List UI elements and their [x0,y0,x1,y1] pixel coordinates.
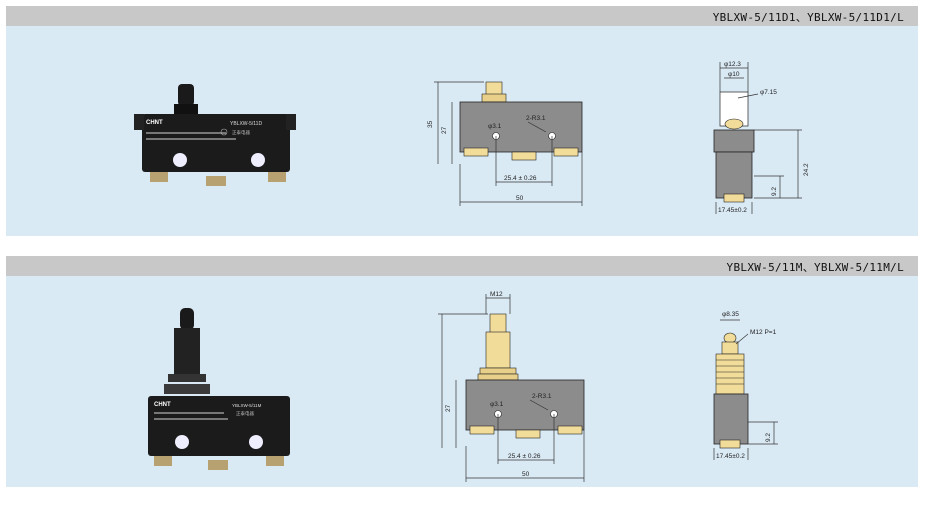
height-body-label: 27 [441,126,448,134]
outer-diameter-label: φ12.3 [724,61,741,68]
product-photo: CHNT YBLXW-5/11M 正泰电器 [148,308,290,470]
section-header: YBLXW-5/11D1、YBLXW-5/11D1/L [6,6,918,26]
terminal [266,456,284,466]
section-header: YBLXW-5/11M、YBLXW-5/11M/L [6,256,918,276]
front-view-drawing: 35 27 φ3.1 2-R3.1 25.4 ± 0.26 50 [427,81,583,206]
inner-diameter-label: φ7.15 [760,89,777,96]
height-total-label: 52 [436,376,438,384]
thread-label: M12 [490,291,503,298]
slot-radius-label: 2-R3.1 [526,115,546,122]
front-view-drawing: M12 52 27 φ3.1 2-R3.1 25.4 ± 0.26 50 [436,291,585,482]
plunger-button [180,308,194,330]
height-body-label: 27 [445,404,452,412]
brand-label: CHNT [146,120,163,126]
product-photo: CHNT YBLXW-5/11D 正泰电器 [134,84,296,186]
terminal [154,456,172,466]
product-section-2: YBLXW-5/11M、YBLXW-5/11M/L CHNT YBLXW-5/1… [6,256,918,487]
height-total-label: 35 [427,120,434,128]
hole-spacing-label: 25.4 ± 0.26 [504,175,537,182]
mount-hole [249,435,263,449]
side-height-label: 24.2 [803,163,810,176]
width-label: 50 [516,195,524,202]
width-label: 50 [522,471,530,478]
plunger-button [178,84,194,106]
terminal [208,460,228,470]
hole-diameter-label: φ3.1 [490,401,504,408]
mount-hole [173,153,187,167]
threaded-bushing [174,328,200,376]
section-title: YBLXW-5/11M、YBLXW-5/11M/L [726,261,904,274]
model-label: YBLXW-5/11D [230,121,262,127]
maker-label: 正泰电器 [232,129,250,136]
product-section-1: YBLXW-5/11D1、YBLXW-5/11D1/L CHNT YBLXW-5… [6,6,918,236]
brand-label: CHNT [154,402,171,408]
terminal [150,172,168,182]
section-panel: CHNT YBLXW-5/11M 正泰电器 [6,276,918,487]
terminal [206,176,226,186]
hole-diameter-label: φ3.1 [488,123,502,130]
mount-hole [251,153,265,167]
model-label: YBLXW-5/11M [232,403,262,408]
outer-diameter-label: φ8.35 [722,311,739,318]
side-thread-label: M12 P=1 [750,329,777,336]
hole-spacing-label: 25.4 ± 0.26 [508,453,541,460]
slot-radius-label: 2-R3.1 [532,393,552,400]
section-title: YBLXW-5/11D1、YBLXW-5/11D1/L [712,11,904,24]
maker-label: 正泰电器 [236,410,254,417]
terminal [268,172,286,182]
section-panel: CHNT YBLXW-5/11D 正泰电器 [6,26,918,236]
low-height-label: 9.2 [765,433,772,442]
side-view-drawing: φ8.35 M12 P=1 9.2 17.45±0.2 [713,311,778,460]
mid-diameter-label: φ10 [728,71,740,78]
mount-hole [175,435,189,449]
low-height-label: 9.2 [771,187,778,196]
side-width-label: 17.45±0.2 [718,207,747,214]
side-width-label: 17.45±0.2 [716,453,745,460]
switch-housing [142,114,290,172]
side-view-drawing: φ12.3 φ10 φ7.15 24.2 9.2 17.45±0.2 [713,61,810,214]
